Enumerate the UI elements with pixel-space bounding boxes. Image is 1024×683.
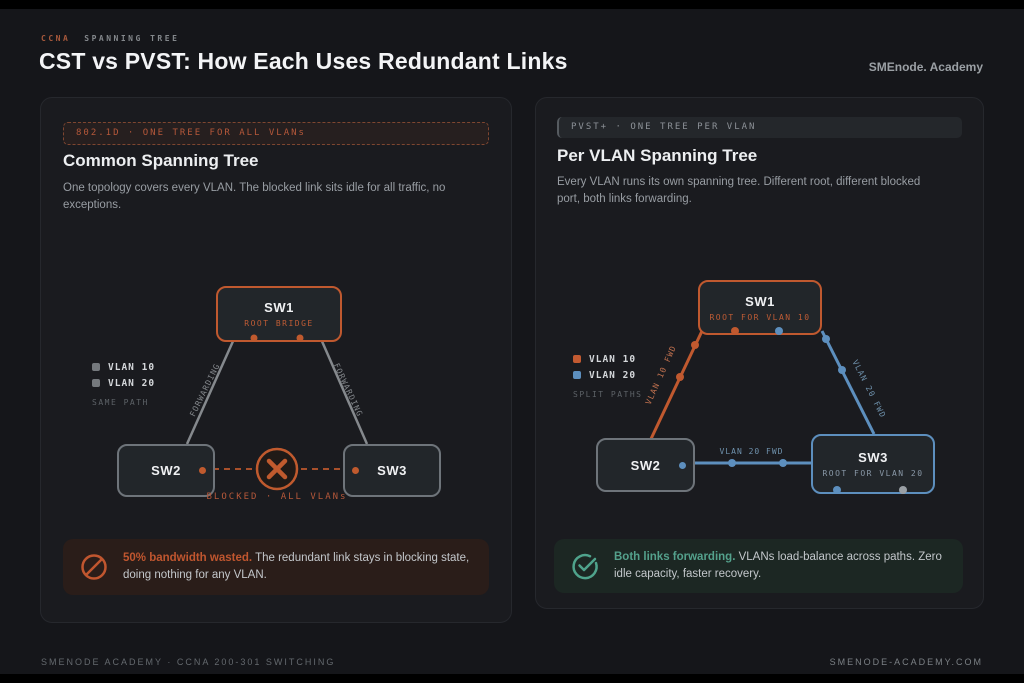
pvst-sw2-node: SW2: [596, 438, 695, 492]
legend-item: VLAN 10: [573, 351, 642, 367]
eyebrow-course: CCNA: [41, 34, 71, 43]
page-title: CST vs PVST: How Each Uses Redundant Lin…: [39, 48, 568, 74]
cst-blocked-label: BLOCKED · ALL VLANs: [206, 492, 348, 502]
footer-right-text: SMENODE-ACADEMY.COM: [829, 657, 983, 667]
vlan20-swatch: [573, 371, 581, 379]
cst-callout-text: 50% bandwidth wasted. The redundant link…: [123, 550, 473, 585]
breadcrumb: CCNA SPANNING TREE: [41, 34, 179, 43]
legend-item: VLAN 20: [573, 367, 642, 383]
vlan10-swatch: [573, 355, 581, 363]
switch-role: ROOT FOR VLAN 20: [822, 469, 924, 478]
legend-item: VLAN 20: [92, 375, 155, 391]
switch-name: SW2: [151, 463, 181, 478]
callout-highlight: Both links forwarding.: [614, 550, 736, 563]
legend-item: VLAN 10: [92, 359, 155, 375]
switch-name: SW2: [630, 457, 661, 473]
vlan20-swatch: [92, 379, 100, 387]
cst-panel-description: One topology covers every VLAN. The bloc…: [63, 182, 446, 212]
cst-callout: 50% bandwidth wasted. The redundant link…: [63, 539, 489, 595]
port-dot: [352, 467, 359, 474]
legend-label: VLAN 20: [589, 369, 637, 381]
pvst-sw1-node: SW1 ROOT FOR VLAN 10: [698, 280, 822, 335]
legend-label: VLAN 10: [108, 361, 156, 373]
pvst-callout: Both links forwarding. VLANs load-balanc…: [554, 539, 963, 593]
footer-left-text: SMENODE ACADEMY · CCNA 200-301 SWITCHING: [41, 657, 336, 667]
check-circle-icon: [572, 553, 598, 580]
callout-body: The redundant link stays in blocking sta…: [123, 551, 470, 581]
cst-legend: VLAN 10 VLAN 20 SAME PATH: [92, 359, 155, 407]
no-entry-icon: [81, 554, 107, 580]
cst-panel: 802.1D · ONE TREE FOR ALL VLANs Common S…: [40, 97, 512, 623]
callout-highlight: 50% bandwidth wasted.: [123, 551, 253, 564]
eyebrow-topic: SPANNING TREE: [84, 34, 180, 43]
pvst-panel-title: Per VLAN Spanning Tree: [557, 146, 758, 165]
legend-label: VLAN 10: [589, 353, 637, 365]
vlan10-swatch: [92, 363, 100, 371]
pvst-panel-description: Every VLAN runs its own spanning tree. D…: [557, 176, 921, 206]
pvst-legend: VLAN 10 VLAN 20 SPLIT PATHS: [573, 351, 642, 399]
pvst-callout-text: Both links forwarding. VLANs load-balanc…: [614, 549, 947, 584]
brand-label: SMEnode. Academy: [868, 60, 983, 74]
top-black-bar: [0, 0, 1024, 9]
switch-name: SW1: [264, 300, 294, 315]
legend-label: VLAN 20: [108, 377, 156, 389]
pvst-sw3-node: SW3 ROOT FOR VLAN 20: [811, 434, 935, 494]
pvst-vlan20-bottom-link-label: VLAN 20 FWD: [719, 447, 784, 456]
callout-body: VLANs load-balance across paths. Zero id…: [614, 550, 942, 580]
switch-role: ROOT BRIDGE: [244, 319, 314, 328]
switch-role: ROOT FOR VLAN 10: [709, 312, 811, 322]
port-dot: [199, 467, 206, 474]
switch-name: SW3: [377, 463, 407, 478]
switch-name: SW3: [858, 450, 888, 465]
port-dot: [679, 461, 686, 469]
pvst-tag-badge: PVST+ · ONE TREE PER VLAN: [557, 117, 962, 138]
cst-panel-title: Common Spanning Tree: [63, 151, 259, 170]
pvst-panel: PVST+ · ONE TREE PER VLAN Per VLAN Spann…: [535, 97, 984, 609]
cst-sw1-node: SW1 ROOT BRIDGE: [216, 286, 342, 342]
pvst-topology-lines: [648, 330, 876, 465]
cst-tag-badge: 802.1D · ONE TREE FOR ALL VLANs: [63, 122, 489, 145]
legend-note: SPLIT PATHS: [573, 390, 643, 399]
bottom-black-bar: [0, 674, 1024, 683]
legend-note: SAME PATH: [92, 398, 149, 407]
switch-name: SW1: [745, 293, 775, 309]
cst-topology-lines: [185, 338, 369, 491]
cst-sw2-node: SW2: [117, 444, 215, 497]
cst-sw3-node: SW3: [343, 444, 441, 497]
